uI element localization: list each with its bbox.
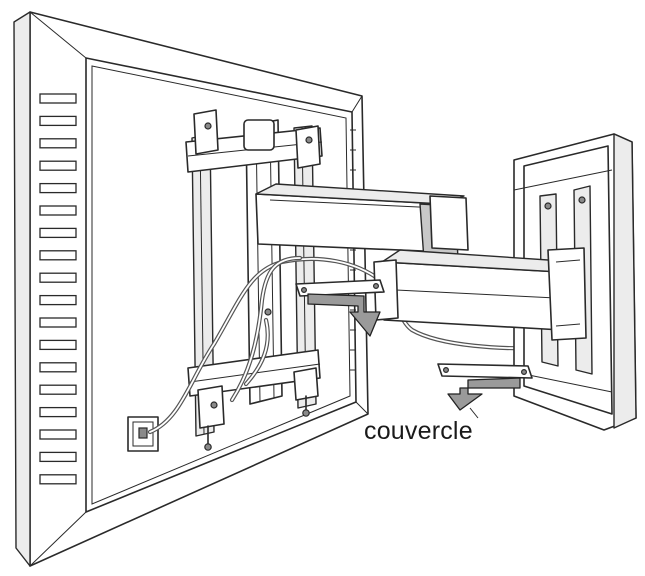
vent-slot: [39, 384, 77, 395]
vent-slot: [39, 115, 77, 127]
lower-cover-with-arrow: [437, 363, 533, 411]
tv-vent-slots: [39, 93, 77, 485]
vent-slot: [39, 227, 77, 239]
power-socket: [127, 416, 159, 452]
articulating-arm: [255, 183, 587, 341]
slide-arrow-lower: [447, 377, 521, 411]
vent-slot: [39, 93, 77, 104]
vent-slot: [39, 250, 77, 261]
vent-slot: [39, 272, 77, 283]
cover-label: couvercle: [364, 417, 473, 445]
vent-slot: [39, 294, 77, 306]
vent-slot: [39, 451, 77, 463]
cables: [147, 255, 563, 435]
upper-cover-with-arrow: [295, 279, 385, 337]
vent-slot: [39, 317, 77, 328]
label-leader-line: [469, 407, 479, 419]
vent-slot: [39, 362, 77, 373]
vent-slot: [39, 429, 77, 440]
vent-slot: [39, 182, 77, 194]
slide-arrow-upper: [307, 293, 381, 337]
vent-slot: [39, 138, 77, 149]
vent-slot: [39, 406, 77, 418]
vent-slot: [39, 339, 77, 351]
vent-slot: [39, 474, 77, 485]
vent-slot: [39, 205, 77, 216]
vent-slot: [39, 160, 77, 171]
